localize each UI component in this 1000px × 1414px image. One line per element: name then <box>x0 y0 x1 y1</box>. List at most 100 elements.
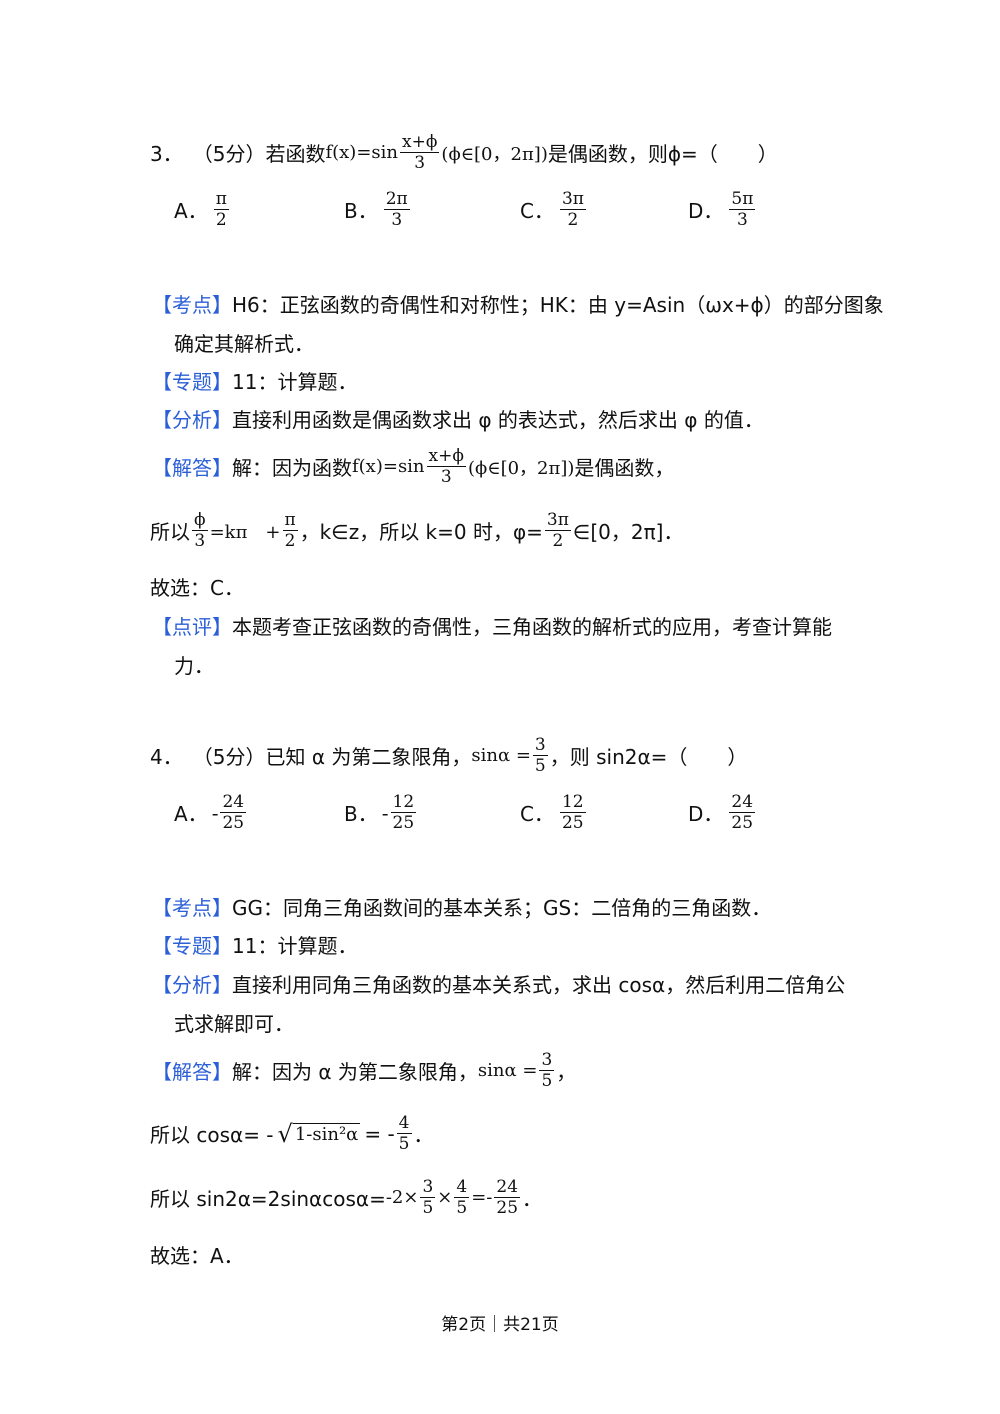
option-num: 2π <box>383 189 410 210</box>
option-num: π <box>213 189 229 210</box>
frac-den: 2 <box>552 531 564 551</box>
jieda-pre: 解：因为 α 为第二象限角， <box>232 1060 478 1084</box>
q4-stem-pre: 已知 α 为第二象限角， <box>265 745 472 769</box>
frac-den: 5 <box>456 1198 468 1218</box>
option-den: 2 <box>215 210 227 230</box>
option-den: 3 <box>391 210 403 230</box>
option-num: 12 <box>559 792 586 813</box>
frac-den: 5 <box>541 1071 553 1091</box>
line-text: 所以 sin2α=2sinαcosα= <box>150 1187 386 1211</box>
line-text: =kπ + <box>209 521 281 543</box>
option-den: 25 <box>561 813 584 833</box>
q3-jieda: 【解答】 解：因为函数 f(x)=sin x+ϕ 3 (ϕ∈[0，2π]) 是偶… <box>152 446 674 487</box>
fenxi-text: 直接利用函数是偶函数求出 φ 的表达式，然后求出 φ 的值． <box>232 408 764 432</box>
frac-den: 3 <box>440 467 452 487</box>
q3-dianping: 【点评】本题考查正弦函数的奇偶性，三角函数的解析式的应用，考查计算能 <box>152 611 832 640</box>
q4-sin: sinα = <box>471 745 531 766</box>
frac-den: 25 <box>496 1198 519 1218</box>
q4-number: 4． <box>150 745 183 769</box>
q4-fenxi-cont: 式求解即可． <box>174 1012 294 1036</box>
option-den: 2 <box>567 210 579 230</box>
sqrt-icon: √ <box>277 1119 293 1148</box>
frac-num: 3 <box>420 1177 436 1198</box>
option-letter: D． <box>688 802 724 826</box>
line-text: 所以 cosα= - <box>150 1123 274 1147</box>
q4-kaodian: 【考点】GG：同角三角函数间的基本关系；GS：二倍角的三角函数． <box>152 892 771 921</box>
option-letter: D． <box>688 199 724 223</box>
option-num: 24 <box>729 792 756 813</box>
line-text: × <box>437 1187 453 1208</box>
q3-answer: 故选：C． <box>150 576 244 600</box>
fenxi-tag: 【分析】 <box>152 408 232 432</box>
page-footer: 第2页｜共21页 <box>441 1315 559 1335</box>
radicand: 1-sin²α <box>292 1122 361 1145</box>
option-letter: C． <box>520 199 554 223</box>
zhuanti-text: 11：计算题． <box>232 370 358 394</box>
frac-den: 5 <box>422 1198 434 1218</box>
kaodian-tag: 【考点】 <box>152 293 232 317</box>
line-text: ． <box>413 1123 434 1147</box>
q3-fraction: x+ϕ 3 <box>400 132 440 173</box>
line-text: ． <box>522 1187 543 1211</box>
option-sign: - <box>381 800 389 825</box>
jieda-post: ， <box>556 1060 577 1084</box>
q3-points: （5分） <box>192 142 266 166</box>
q3-kaodian: 【考点】H6：正弦函数的奇偶性和对称性；HK：由 y=Asin（ωx+ϕ）的部分… <box>152 289 884 318</box>
jieda-sin: sinα = <box>477 1060 538 1081</box>
q3-number: 3． <box>150 142 183 166</box>
option-den: 25 <box>392 813 415 833</box>
option-letter: C． <box>520 802 554 826</box>
option-den: 25 <box>731 813 754 833</box>
zhuanti-tag: 【专题】 <box>152 370 232 394</box>
option-letter: B． <box>344 199 378 223</box>
jieda-tag: 【解答】 <box>152 1060 232 1084</box>
q3-kaodian-cont: 确定其解析式． <box>174 332 314 356</box>
q4-fraction: 3 5 <box>532 735 548 776</box>
q3-function: f(x)=sin <box>325 142 398 163</box>
jieda-tag: 【解答】 <box>152 456 232 480</box>
q3-stem-pre: 若函数 <box>265 142 326 166</box>
frac-den: 2 <box>284 531 296 551</box>
jieda-domain: (ϕ∈[0，2π]) <box>467 457 575 479</box>
line-text: ∈[0，2π]． <box>572 520 684 544</box>
option-num: 3π <box>559 189 586 210</box>
q4-zhuanti: 【专题】11：计算题． <box>152 930 357 959</box>
frac-num: ϕ <box>192 510 208 531</box>
kaodian-text: GG：同角三角函数间的基本关系；GS：二倍角的三角函数． <box>232 896 772 920</box>
q3-zhuanti: 【专题】11：计算题． <box>152 366 357 395</box>
q3-dianping-cont: 力． <box>174 654 214 678</box>
option-sign: - <box>211 800 219 825</box>
q3-frac-num: x+ϕ <box>400 132 440 153</box>
option-letter: B． <box>344 802 378 826</box>
q4-answer: 故选：A． <box>150 1244 244 1268</box>
option-num: 24 <box>220 792 247 813</box>
line-text: -2× <box>385 1187 419 1208</box>
zhuanti-text: 11：计算题． <box>232 934 358 958</box>
frac-num: 3 <box>532 735 548 756</box>
q4-stem: 4． （5分） 已知 α 为第二象限角， sinα = 3 5 ，则 sin2α… <box>150 735 747 776</box>
q4-points: （5分） <box>192 745 266 769</box>
frac-num: 3 <box>539 1050 555 1071</box>
option-num: 12 <box>390 792 417 813</box>
frac-num: π <box>282 510 298 531</box>
q3-stem: 3． （5分） 若函数 f(x)=sin x+ϕ 3 (ϕ∈[0，2π]) 是偶… <box>150 132 778 173</box>
frac-num: 4 <box>396 1113 412 1134</box>
jieda-function: f(x)=sin <box>352 456 425 477</box>
kaodian-text: H6：正弦函数的奇偶性和对称性；HK：由 y=Asin（ωx+ϕ）的部分图象 <box>232 293 884 317</box>
frac-num: 3π <box>544 510 571 531</box>
fenxi-tag: 【分析】 <box>152 973 232 997</box>
q3-stem-post: 是偶函数，则ϕ=（ ） <box>547 142 778 166</box>
line-text: = - <box>364 1121 395 1146</box>
q3-frac-den: 3 <box>414 153 426 173</box>
q4-stem-post: ，则 sin2α=（ ） <box>549 745 748 769</box>
